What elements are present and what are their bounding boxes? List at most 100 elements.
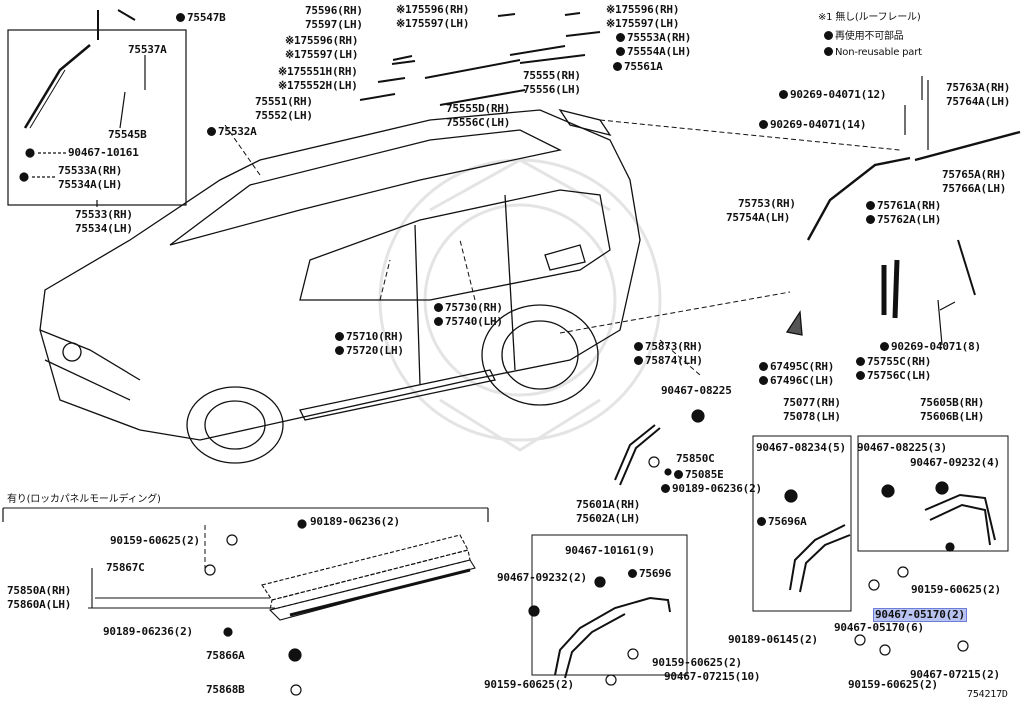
part-label-l35[interactable]: 75753(RH) (738, 198, 796, 210)
part-label-l39[interactable]: 90269-04071(8) (880, 341, 981, 353)
part-label-l67[interactable]: 90159-60625(2) (911, 584, 1001, 596)
part-label-l30[interactable]: 90269-04071(14) (759, 119, 867, 131)
part-number-text: 75534(LH) (75, 222, 133, 235)
part-label-l2[interactable]: 75537A (128, 44, 167, 56)
part-label-l78[interactable]: 75867C (106, 562, 145, 574)
part-number-text: 75850A(RH) (7, 584, 72, 597)
part-label-l61[interactable]: 75601A(RH) (576, 499, 640, 511)
part-label-l46[interactable]: 67495C(RH) (759, 361, 834, 373)
part-label-l41[interactable]: 75740(LH) (434, 316, 503, 328)
part-label-l12[interactable]: ※175596(RH) (285, 35, 358, 47)
part-label-l8[interactable]: 75534(LH) (75, 223, 133, 235)
part-label-l54[interactable]: 75606B(LH) (920, 411, 984, 423)
part-label-l13[interactable]: ※175597(LH) (285, 49, 358, 61)
part-label-l58[interactable]: 75850C (676, 453, 715, 465)
non-reusable-bullet-icon (759, 120, 768, 129)
part-label-l47[interactable]: 67496C(LH) (759, 375, 834, 387)
non-reusable-bullet-icon (757, 517, 766, 526)
part-label-l71[interactable]: 90159-60625(2) (652, 657, 742, 669)
part-number-text: 75873(RH) (645, 340, 703, 353)
part-label-l14[interactable]: ※175551H(RH) (278, 66, 358, 78)
part-label-l4[interactable]: 90467-10161 (68, 147, 139, 159)
part-label-l19[interactable]: ※175597(LH) (396, 18, 469, 30)
part-label-l36[interactable]: 75754A(LH) (726, 212, 790, 224)
part-label-l74[interactable]: 90467-07215(2) (910, 669, 1000, 681)
part-label-l51[interactable]: 75077(RH) (783, 397, 841, 409)
part-label-l40[interactable]: 75730(RH) (434, 302, 503, 314)
part-label-l44[interactable]: 75873(RH) (634, 341, 703, 353)
part-label-l25[interactable]: ※175597(LH) (606, 18, 679, 30)
part-number-text: 75532A (218, 125, 257, 138)
part-label-l60[interactable]: 90189-06236(2) (661, 483, 762, 495)
part-label-l7[interactable]: 75533(RH) (75, 209, 133, 221)
part-label-l79[interactable]: 75850A(RH) (7, 585, 71, 597)
part-label-l27[interactable]: 75554A(LH) (616, 46, 691, 58)
part-label-l75[interactable]: 90159-60625(2) (848, 679, 938, 691)
part-label-l45[interactable]: 75874(LH) (634, 355, 703, 367)
part-label-l73[interactable]: 90159-60625(2) (484, 679, 574, 691)
part-number-text: 75533(RH) (75, 208, 133, 221)
part-label-l65[interactable]: 75696 (628, 568, 671, 580)
part-label-l20[interactable]: 75555D(RH) (446, 103, 510, 115)
part-label-l6[interactable]: 75534A(LH) (58, 179, 122, 191)
part-label-l59[interactable]: 75085E (674, 469, 724, 481)
part-number-text: ※175597(LH) (396, 17, 470, 30)
part-label-l5[interactable]: 75533A(RH) (58, 165, 122, 177)
part-label-l18[interactable]: ※175596(RH) (396, 4, 469, 16)
part-label-l66[interactable]: 90467-09232(2) (497, 572, 587, 584)
part-label-l17[interactable]: 75552(LH) (255, 110, 313, 122)
part-label-l21[interactable]: 75556C(LH) (446, 117, 510, 129)
watermark (378, 158, 662, 452)
roof-strips (97, 9, 601, 106)
part-label-l32[interactable]: 75764A(LH) (946, 96, 1010, 108)
part-label-l15[interactable]: ※175552H(LH) (278, 80, 358, 92)
part-label-l29[interactable]: 90269-04071(12) (779, 89, 887, 101)
part-label-l62[interactable]: 75602A(LH) (576, 513, 640, 525)
part-number-text: ※175597(LH) (285, 48, 359, 61)
part-label-l77[interactable]: 90159-60625(2) (110, 535, 200, 547)
part-label-l72[interactable]: 90467-07215(10) (664, 671, 761, 683)
part-label-l43[interactable]: 75720(LH) (335, 345, 404, 357)
part-label-l1[interactable]: 75547B (176, 12, 226, 24)
part-label-l23[interactable]: 75556(LH) (523, 84, 581, 96)
non-reusable-bullet-icon (616, 33, 625, 42)
part-label-l31[interactable]: 75763A(RH) (946, 82, 1010, 94)
part-label-l56[interactable]: 90467-08225(3) (857, 442, 947, 454)
part-label-l57[interactable]: 90467-09232(4) (910, 457, 1000, 469)
part-label-l3[interactable]: 75545B (108, 129, 147, 141)
part-label-l9[interactable]: 75532A (207, 126, 257, 138)
part-label-l80[interactable]: 75860A(LH) (7, 599, 71, 611)
part-label-l64[interactable]: 90467-10161(9) (565, 545, 655, 557)
non-reusable-bullet-icon (335, 346, 344, 355)
part-label-l33[interactable]: 75765A(RH) (942, 169, 1006, 181)
part-label-l52[interactable]: 75078(LH) (783, 411, 841, 423)
part-label-l81[interactable]: 90189-06236(2) (103, 626, 193, 638)
part-label-l28[interactable]: 75561A (613, 61, 663, 73)
part-label-l34[interactable]: 75766A(LH) (942, 183, 1006, 195)
part-label-l49[interactable]: 75756C(LH) (856, 370, 931, 382)
part-label-l48[interactable]: 75755C(RH) (856, 356, 931, 368)
part-label-l26[interactable]: 75553A(RH) (616, 32, 691, 44)
part-label-l82[interactable]: 75866A (206, 650, 245, 662)
part-label-l10[interactable]: 75596(RH) (305, 5, 363, 17)
part-label-l68[interactable]: 90467-05170(2) (873, 608, 967, 622)
part-number-text: 75606B(LH) (920, 410, 985, 423)
part-label-l53[interactable]: 75605B(RH) (920, 397, 984, 409)
part-label-l83[interactable]: 75868B (206, 684, 245, 696)
part-label-l76[interactable]: 90189-06236(2) (310, 516, 400, 528)
part-label-l63[interactable]: 75696A (757, 516, 807, 528)
part-label-l55[interactable]: 90467-08234(5) (756, 442, 846, 454)
part-label-l37[interactable]: 75761A(RH) (866, 200, 941, 212)
part-label-l16[interactable]: 75551(RH) (255, 96, 313, 108)
part-number-text: 75754A(LH) (726, 211, 791, 224)
part-number-text: 90189-06236(2) (103, 625, 193, 638)
part-label-l11[interactable]: 75597(LH) (305, 19, 363, 31)
part-label-l38[interactable]: 75762A(LH) (866, 214, 941, 226)
part-label-l50[interactable]: 90467-08225 (661, 385, 732, 397)
part-label-l22[interactable]: 75555(RH) (523, 70, 581, 82)
part-label-l24[interactable]: ※175596(RH) (606, 4, 679, 16)
part-label-l70[interactable]: 90189-06145(2) (728, 634, 818, 646)
part-label-l42[interactable]: 75710(RH) (335, 331, 404, 343)
part-number-text: 75755C(RH) (867, 355, 932, 368)
part-label-l69[interactable]: 90467-05170(6) (834, 622, 924, 634)
